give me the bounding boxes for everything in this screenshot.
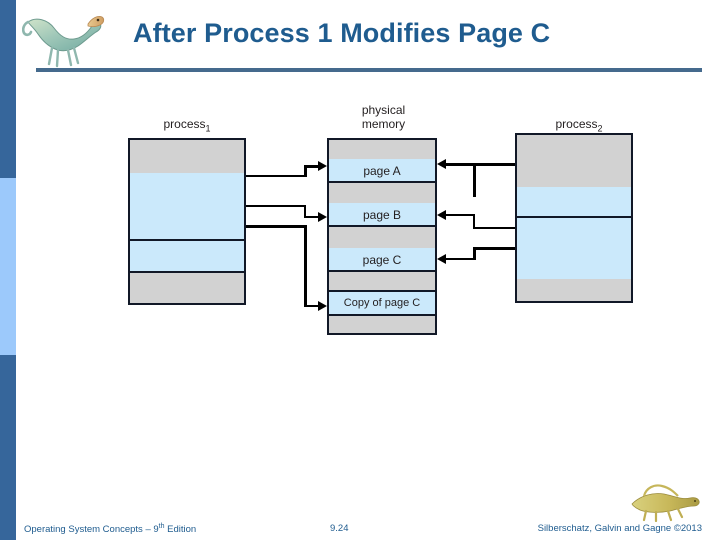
connector-p1-pageA-v — [304, 165, 307, 177]
connector-p2-pageB-h2 — [473, 227, 515, 229]
footer-edition-main: Operating System Concepts – 9 — [24, 524, 159, 536]
process2-subscript: 2 — [597, 123, 603, 134]
process1-divider-2 — [130, 271, 244, 273]
frame-divider-2 — [329, 225, 435, 227]
connector-p2-pageB-h1 — [443, 214, 475, 216]
frame-page-a-label: page A — [363, 164, 401, 178]
connector-p1-copyC-h1 — [246, 225, 306, 228]
frame-divider-5 — [329, 314, 435, 316]
dinosaur-logo-icon — [21, 6, 106, 72]
process2-box — [515, 133, 633, 303]
frame-page-a — [329, 159, 435, 181]
connector-p1-pageB-v — [304, 205, 306, 217]
physical-memory-box: page A page B page C Copy of page C — [327, 138, 437, 335]
dimetrodon-logo-icon — [628, 482, 702, 523]
frame-divider-1 — [329, 181, 435, 183]
process1-subscript: 1 — [205, 123, 211, 134]
process1-caption: process1 — [163, 117, 211, 134]
footer-edition-ordinal: th — [158, 523, 165, 530]
frame-copy-of-page-c — [329, 292, 435, 314]
connector-p2-pageB-arrowhead — [437, 210, 446, 220]
connector-p1-pageB-h2 — [304, 216, 322, 218]
sidebar-rail-middle — [0, 178, 16, 355]
page-title: After Process 1 Modifies Page C — [133, 18, 551, 48]
process1-region-1 — [130, 173, 244, 241]
footer-edition: Operating System Concepts – 9th Edition — [24, 523, 196, 535]
frame-page-c — [329, 248, 435, 270]
frame-page-b-label: page B — [362, 208, 402, 222]
connector-p2-pageC-h2 — [473, 247, 515, 250]
connector-p2-pageB-v — [473, 214, 475, 228]
process2-region-2 — [517, 235, 631, 279]
connector-p1-pageA-h2 — [304, 165, 322, 168]
connector-p1-copyC-h2 — [304, 305, 322, 307]
frame-copy-of-page-c-label: Copy of page C — [343, 297, 421, 309]
copy-on-write-diagram: process1 physical memory process2 page A… — [0, 95, 720, 365]
connector-p2-pageA-arrowhead — [437, 159, 446, 169]
process2-region-1 — [517, 187, 631, 235]
connector-p1-copyC-v — [304, 225, 307, 307]
process2-caption: process2 — [555, 117, 603, 134]
frame-divider-4 — [329, 290, 435, 292]
slide-number: 9.24 — [330, 523, 349, 534]
connector-p1-pageB-h1 — [246, 205, 306, 207]
sidebar-rail-bottom — [0, 355, 16, 540]
connector-p2-pageA-v — [473, 163, 476, 197]
process2-divider-1 — [517, 216, 631, 218]
connector-p2-pageC-v — [473, 247, 476, 260]
connector-p2-pageC-arrowhead — [437, 254, 446, 264]
frame-page-b — [329, 203, 435, 225]
header-divider — [36, 68, 702, 72]
connector-p1-copyC-arrowhead — [318, 301, 327, 311]
physical-memory-caption-line2: memory — [361, 117, 406, 131]
process1-divider-1 — [130, 239, 244, 241]
connector-p2-pageA-h2 — [443, 163, 475, 166]
process1-region-2 — [130, 241, 244, 271]
physical-memory-caption: physical memory — [326, 103, 441, 131]
frame-page-c-label: page C — [362, 253, 402, 267]
connector-p2-pageC-h1 — [443, 258, 475, 260]
footer-copyright: Silberschatz, Galvin and Gagne ©2013 — [537, 523, 702, 534]
process1-box — [128, 138, 246, 305]
connector-p1-pageA-arrowhead — [318, 161, 327, 171]
footer-edition-tail: Edition — [164, 524, 197, 536]
connector-p1-pageB-arrowhead — [318, 212, 327, 222]
connector-p1-pageA-h1 — [246, 175, 306, 177]
frame-divider-3 — [329, 270, 435, 272]
connector-p2-pageA-h1 — [443, 163, 515, 166]
sidebar-rail-top — [0, 0, 16, 178]
physical-memory-caption-line1: physical — [361, 103, 406, 117]
